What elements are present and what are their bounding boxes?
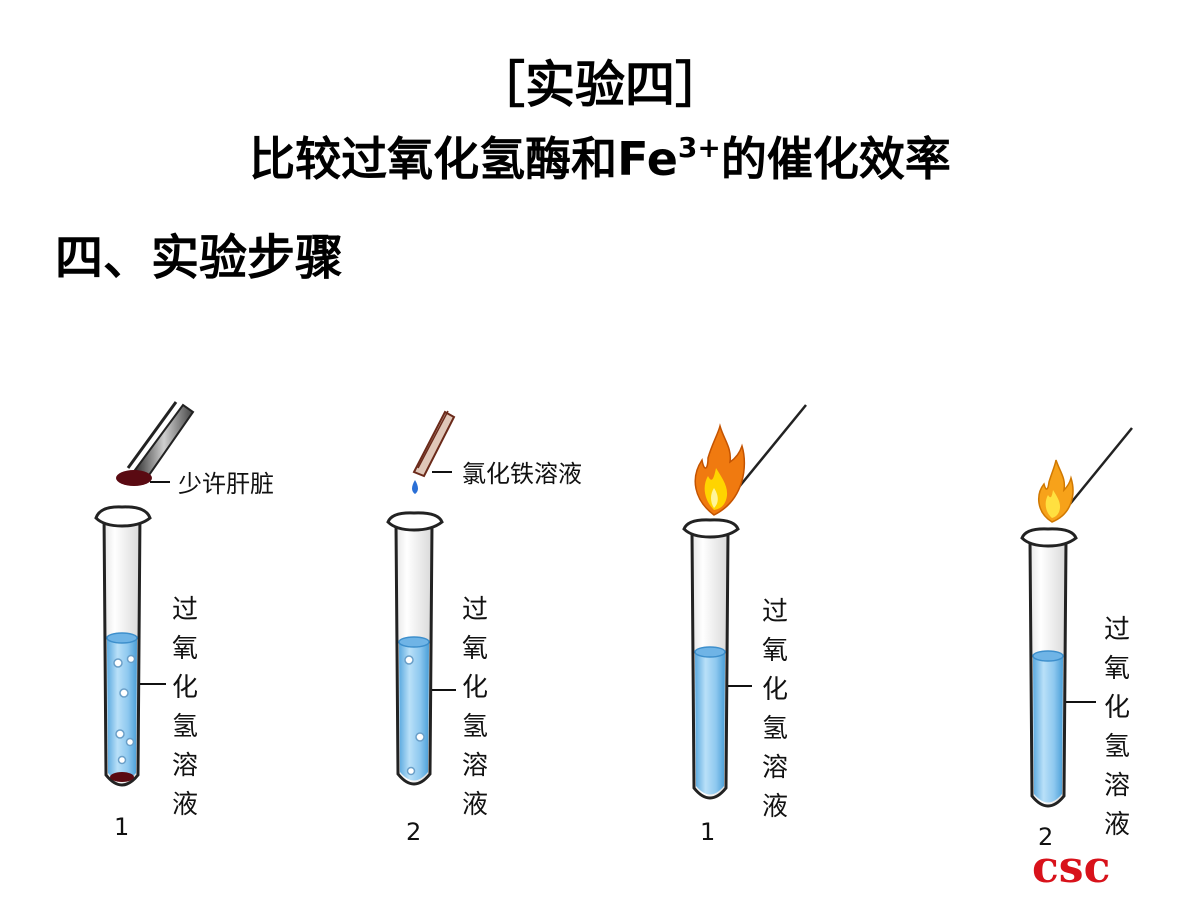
flame-icon [694, 423, 746, 516]
liver-piece-icon [116, 470, 152, 486]
slide-title: 比较过氧化氢酶和Fe3+的催化效率 [0, 118, 1200, 189]
tube-2-flame-test: 过 氧 化 氢 溶 液 2 [1020, 427, 1133, 851]
slide-title-bracket: ［实验四］ [475, 56, 725, 114]
flame-icon [1038, 459, 1074, 523]
tube-2-ferric-chloride: 氯化铁溶液 过 氧 化 氢 溶 液 2 [386, 410, 582, 846]
tube-1-flame-test: 过 氧 化 氢 溶 液 1 [682, 404, 807, 846]
tube-number: 1 [700, 818, 715, 846]
tube-number: 2 [1038, 823, 1053, 851]
step-heading: 四、实验步骤 [55, 230, 344, 286]
bubbles-icon [113, 654, 136, 765]
liver-label: 少许肝脏 [178, 470, 274, 498]
svg-text:氧: 氧 [1104, 654, 1130, 684]
svg-text:化: 化 [172, 673, 198, 703]
splint-icon [1069, 427, 1133, 505]
svg-text:液: 液 [172, 790, 198, 820]
svg-text:氧: 氧 [762, 636, 788, 666]
tube-1-liquid-label: 过 氧 化 氢 溶 液 [172, 595, 198, 820]
liver-at-bottom-icon [110, 772, 134, 782]
svg-text:过: 过 [1104, 615, 1130, 645]
bubbles-icon [404, 655, 425, 776]
svg-text:化: 化 [762, 675, 788, 705]
tube-number: 2 [406, 818, 421, 846]
tube-4-liquid-label: 过 氧 化 氢 溶 液 [1104, 615, 1130, 840]
tube-3-liquid-label: 过 氧 化 氢 溶 液 [762, 597, 788, 822]
drop-icon [412, 480, 418, 494]
tube-1-liver: 少许肝脏 过 氧 化 氢 溶 液 1 [94, 401, 274, 841]
svg-text:过: 过 [462, 595, 488, 625]
svg-text:化: 化 [1104, 693, 1130, 723]
svg-text:溶: 溶 [762, 753, 788, 783]
svg-text:过: 过 [762, 597, 788, 627]
svg-text:溶: 溶 [1104, 771, 1130, 801]
ferric-chloride-label: 氯化铁溶液 [462, 460, 582, 488]
svg-text:氧: 氧 [462, 634, 488, 664]
svg-text:化: 化 [462, 673, 488, 703]
svg-text:溶: 溶 [172, 751, 198, 781]
title-superscript: 3+ [677, 131, 721, 164]
splint-icon [729, 404, 807, 499]
tube-2-liquid-label: 过 氧 化 氢 溶 液 [462, 595, 488, 820]
svg-text:氢: 氢 [462, 712, 488, 742]
tube-number: 1 [114, 813, 129, 841]
svg-text:液: 液 [462, 790, 488, 820]
svg-text:溶: 溶 [462, 751, 488, 781]
svg-text:氢: 氢 [762, 714, 788, 744]
title-main: 比较过氧化氢酶和Fe [249, 132, 678, 186]
title-tail: 的催化效率 [720, 132, 951, 186]
watermark: csc [1032, 842, 1110, 893]
svg-text:氢: 氢 [1104, 732, 1130, 762]
svg-text:氢: 氢 [172, 712, 198, 742]
tongs-icon [126, 401, 195, 480]
svg-text:过: 过 [172, 595, 198, 625]
svg-text:液: 液 [1104, 810, 1130, 840]
svg-text:液: 液 [762, 792, 788, 822]
dropper-icon [412, 410, 456, 478]
svg-text:氧: 氧 [172, 634, 198, 664]
